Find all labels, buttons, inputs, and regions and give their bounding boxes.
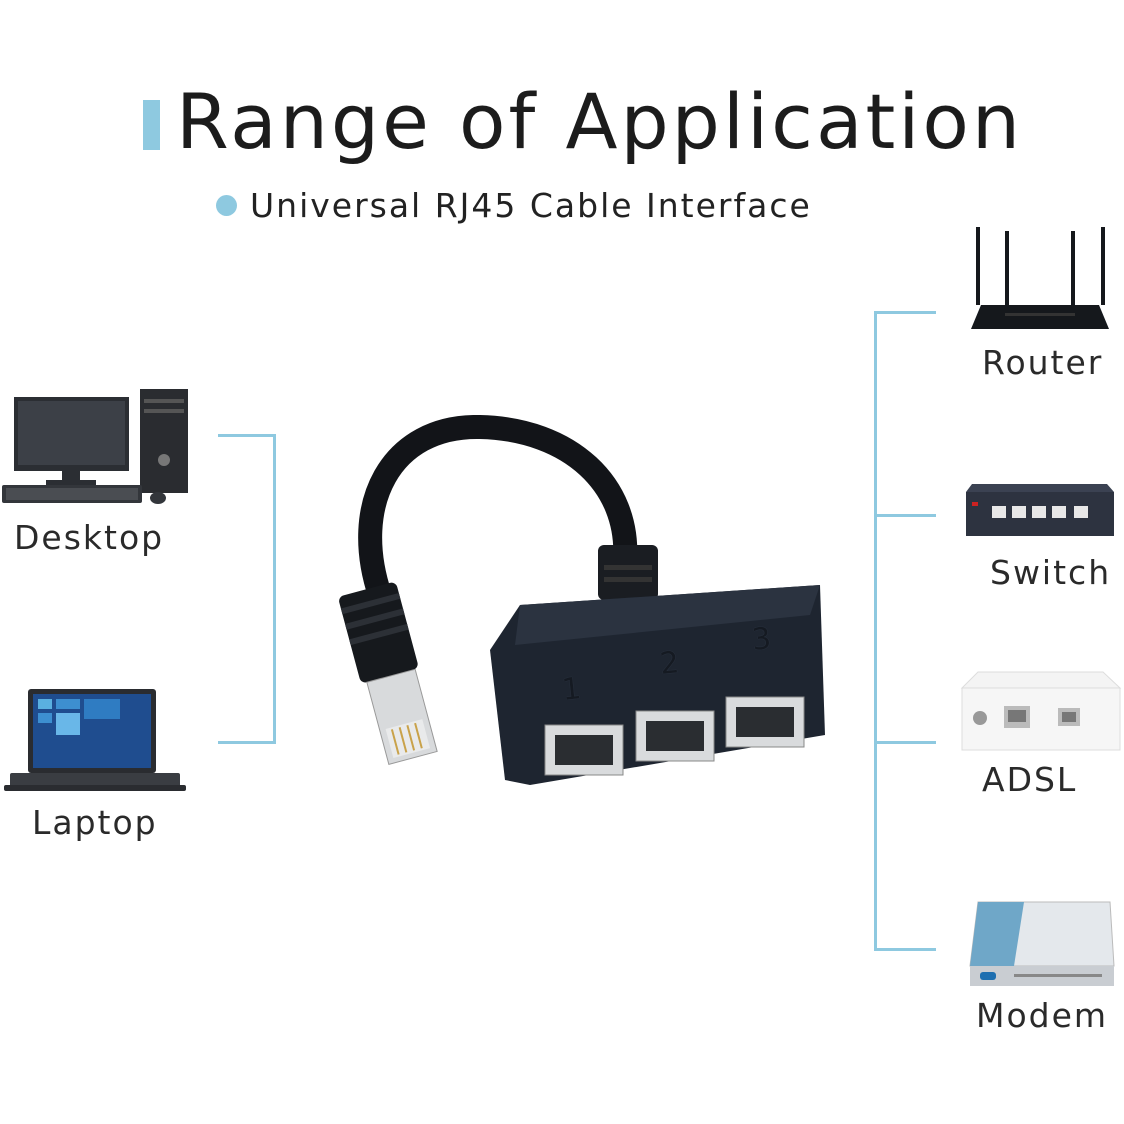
- right-connector-adsl: [874, 741, 936, 744]
- right-connector-modem: [874, 948, 936, 951]
- right-connector-router: [874, 311, 936, 314]
- modem-icon: [969, 901, 1115, 986]
- splitter-port-number-2: 2: [658, 645, 681, 682]
- page-title: Range of Application: [176, 77, 1024, 166]
- splitter-port-number-1: 1: [560, 671, 583, 708]
- page-subtitle: Universal RJ45 Cable Interface: [250, 186, 812, 225]
- left-connector-top: [218, 434, 276, 437]
- device-label-modem: Modem: [976, 996, 1109, 1035]
- device-label-router: Router: [982, 343, 1104, 382]
- right-connector-vertical: [874, 311, 877, 951]
- splitter-port-number-3: 3: [750, 621, 773, 658]
- device-label-adsl: ADSL: [982, 760, 1078, 799]
- left-connector-vertical: [273, 434, 276, 744]
- adsl-modem-icon: [960, 671, 1122, 751]
- title-accent-bar: [143, 100, 160, 150]
- right-connector-switch: [874, 514, 936, 517]
- laptop-icon: [4, 689, 186, 791]
- rj45-splitter-adapter-image: [339, 415, 825, 785]
- router-icon: [971, 227, 1109, 329]
- network-switch-icon: [966, 484, 1114, 536]
- subtitle-bullet-dot: [216, 195, 237, 216]
- device-label-laptop: Laptop: [32, 803, 158, 842]
- desktop-computer-icon: [2, 389, 188, 504]
- device-label-desktop: Desktop: [14, 518, 165, 557]
- device-label-switch: Switch: [990, 553, 1112, 592]
- left-connector-bottom: [218, 741, 276, 744]
